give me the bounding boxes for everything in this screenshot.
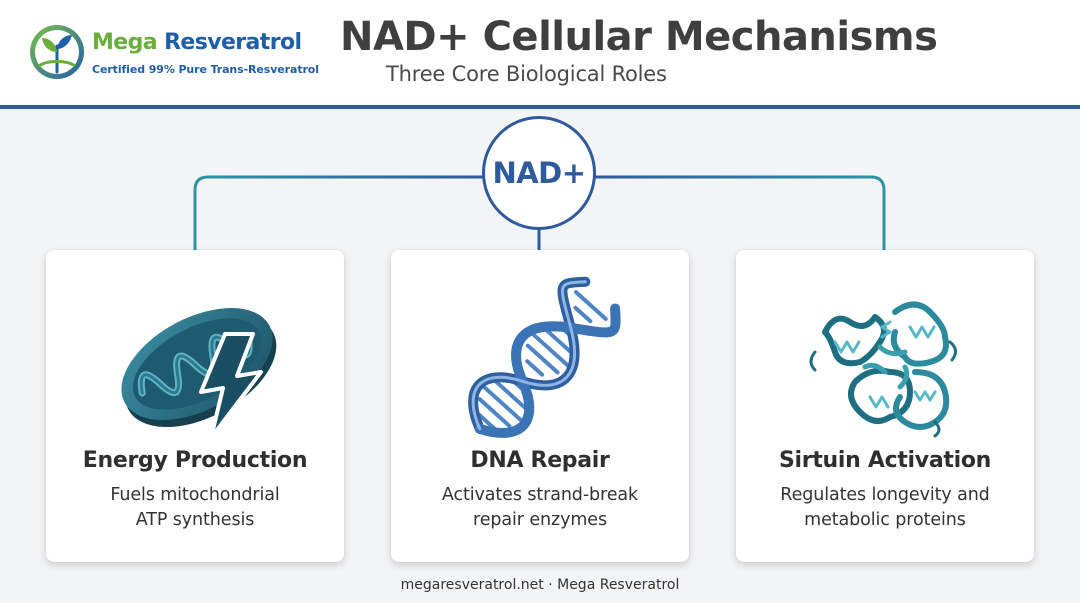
sprout-globe-icon: [30, 25, 84, 79]
card-description: Fuels mitochondrial ATP synthesis: [60, 483, 330, 533]
header-divider: [0, 105, 1080, 109]
nad-hub-node: NAD+: [482, 116, 596, 230]
card-energy-production: Energy Production Fuels mitochondrial AT…: [46, 250, 344, 562]
page-subtitle: Three Core Biological Roles: [386, 62, 667, 86]
card-description-line: repair enzymes: [473, 510, 607, 530]
card-title: Sirtuin Activation: [778, 448, 992, 473]
card-description-line: ATP synthesis: [135, 510, 255, 530]
brand-tagline: Certified 99% Pure Trans-Resveratrol: [92, 63, 319, 76]
page-title: NAD+ Cellular Mechanisms: [340, 14, 938, 60]
card-description: Activates strand-break repair enzymes: [405, 483, 675, 533]
brand-name-resveratrol: Resveratrol: [157, 30, 302, 55]
header-bar: Mega Resveratrol Certified 99% Pure Tran…: [0, 0, 1080, 105]
connector-right: [594, 175, 886, 250]
hub-label: NAD+: [492, 156, 586, 190]
mitochondrion-lightning-icon: [121, 308, 277, 440]
brand-name-mega: Mega: [92, 30, 158, 55]
footer-credit: megaresveratrol.net · Mega Resveratrol: [400, 577, 680, 593]
card-description: Regulates longevity and metabolic protei…: [750, 483, 1020, 533]
card-dna-repair: DNA Repair Activates strand-break repair…: [391, 250, 689, 562]
card-description-line: Regulates longevity and: [780, 485, 990, 505]
card-description-line: metabolic proteins: [804, 510, 966, 530]
brand-name: Mega Resveratrol: [92, 30, 302, 55]
card-description-line: Activates strand-break: [441, 485, 639, 505]
card-title: Energy Production: [82, 448, 308, 473]
card-title: DNA Repair: [470, 448, 610, 473]
protein-structure-icon: [809, 301, 957, 438]
connector-left: [193, 175, 484, 250]
dna-helix-icon: [468, 276, 621, 438]
card-description-line: Fuels mitochondrial: [110, 485, 280, 505]
card-sirtuin-activation: Sirtuin Activation Regulates longevity a…: [736, 250, 1034, 562]
